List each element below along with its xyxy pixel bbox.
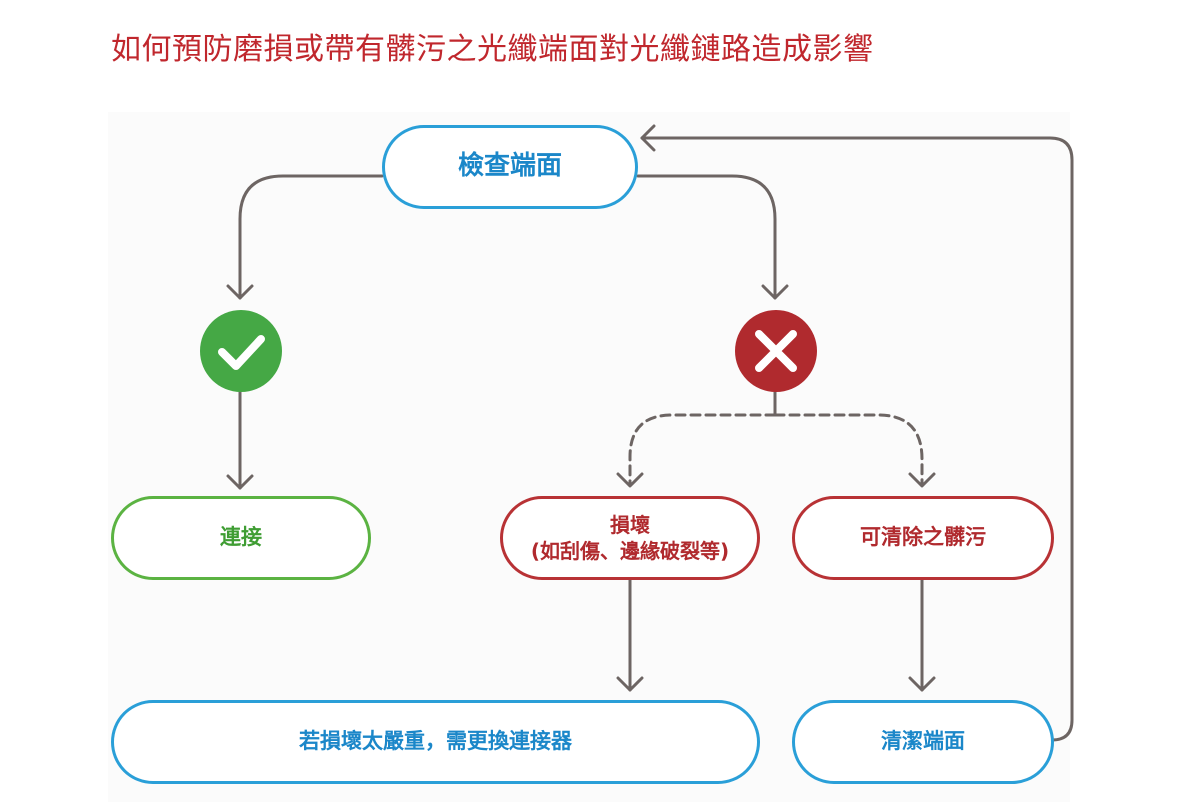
arrowhead	[908, 472, 936, 488]
x-icon	[735, 310, 817, 392]
diagram-title: 如何預防磨損或帶有髒污之光纖端面對光纖鏈路造成影響	[111, 32, 874, 67]
connect-label: 連接	[220, 525, 262, 550]
dirty-label: 可清除之髒污	[860, 525, 986, 550]
diagram-background	[108, 112, 1070, 802]
arrowhead	[616, 676, 644, 692]
arrowhead	[908, 676, 936, 692]
damaged-label: 損壞	[610, 513, 650, 537]
connect-node: 連接	[111, 496, 371, 580]
arrowhead	[226, 284, 254, 300]
dirty-node: 可清除之髒污	[792, 496, 1054, 580]
inspect-label: 檢查端面	[457, 151, 562, 182]
arrowhead	[761, 284, 789, 300]
dashed-connector-to-dirty	[773, 413, 924, 486]
replace-connector-node: 若損壞太嚴重，需更換連接器	[111, 700, 760, 784]
arrowhead	[226, 474, 254, 490]
arrowhead	[616, 472, 644, 488]
dashed-connector-to-damaged	[628, 413, 777, 486]
replace-label: 若損壞太嚴重，需更換連接器	[299, 729, 572, 754]
connector-inspect-to-fail	[636, 174, 777, 300]
check-icon	[200, 310, 282, 392]
clean-label: 清潔端面	[881, 729, 965, 754]
damaged-node: 損壞 (如刮傷、邊緣破裂等)	[500, 496, 760, 580]
connector-inspect-to-pass	[238, 174, 384, 300]
arrowhead	[640, 124, 656, 152]
connector-clean-loop-back	[640, 136, 1074, 742]
clean-end-face-node: 清潔端面	[792, 700, 1054, 784]
damaged-detail: (如刮傷、邊緣破裂等)	[530, 539, 730, 563]
inspect-end-face-node: 檢查端面	[382, 125, 638, 209]
